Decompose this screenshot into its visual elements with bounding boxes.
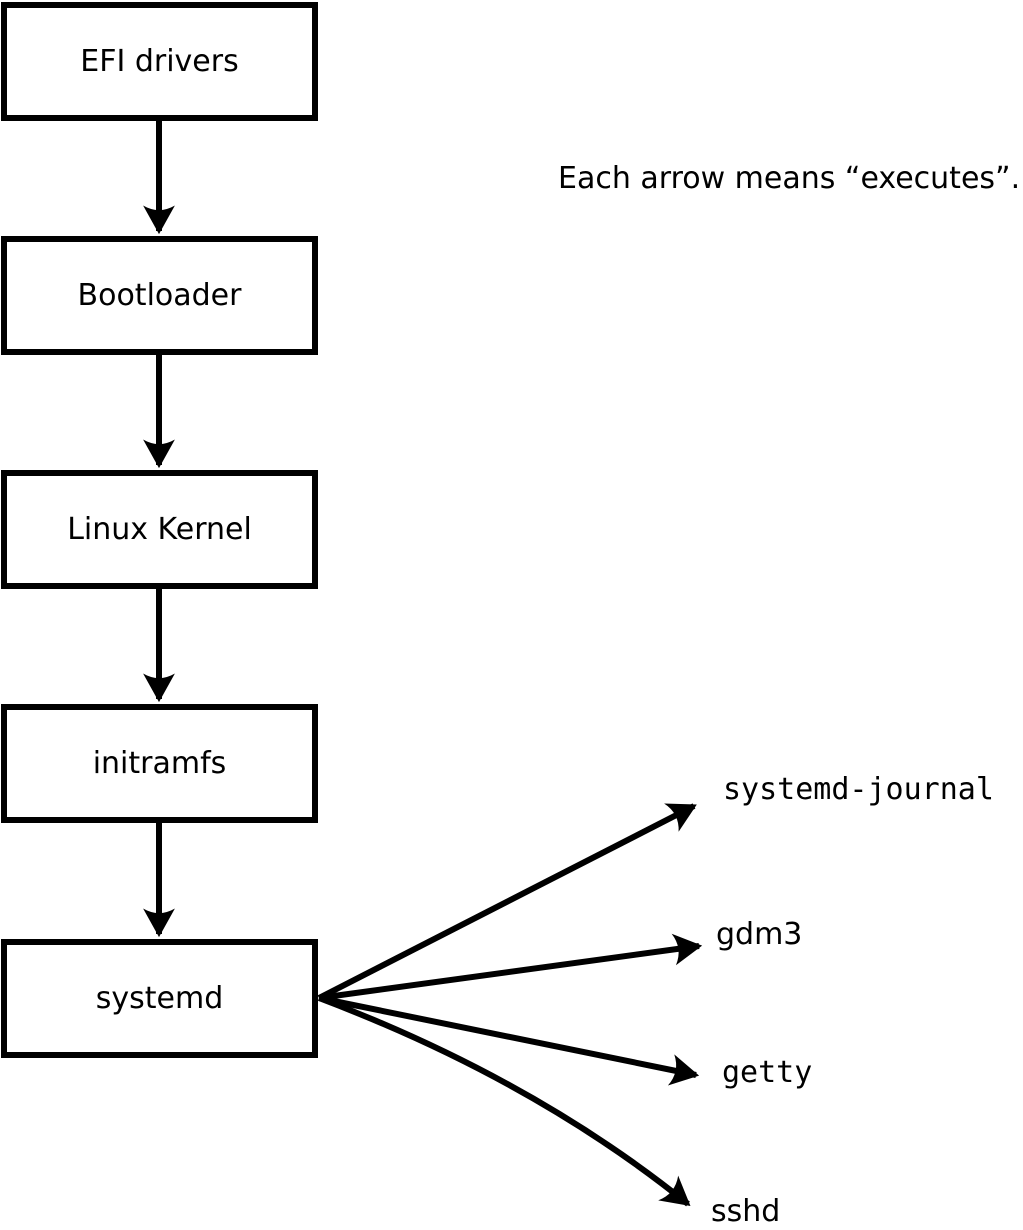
arrow-systemd-to-journal: [317, 803, 697, 1001]
arrow-systemd-to-sshd: [317, 995, 691, 1207]
node-initramfs-label: initramfs: [92, 745, 227, 781]
target-label-systemd-journal: systemd-journal: [723, 772, 994, 807]
node-linux-kernel-label: Linux Kernel: [67, 511, 252, 547]
node-systemd: systemd: [1, 939, 318, 1058]
node-efi-drivers-label: EFI drivers: [80, 43, 239, 79]
target-label-gdm3: gdm3: [716, 917, 803, 952]
arrow-systemd-to-getty: [318, 995, 700, 1086]
arrow-systemd-to-gdm3: [318, 933, 703, 1001]
legend-note: Each arrow means “executes”.: [558, 161, 1021, 196]
target-label-getty: getty: [722, 1055, 813, 1090]
node-efi-drivers: EFI drivers: [1, 2, 318, 121]
node-linux-kernel: Linux Kernel: [1, 470, 318, 589]
node-initramfs: initramfs: [1, 704, 318, 823]
node-bootloader-label: Bootloader: [77, 277, 242, 313]
target-label-sshd: sshd: [711, 1194, 781, 1229]
node-systemd-label: systemd: [95, 980, 224, 1016]
node-bootloader: Bootloader: [1, 236, 318, 355]
